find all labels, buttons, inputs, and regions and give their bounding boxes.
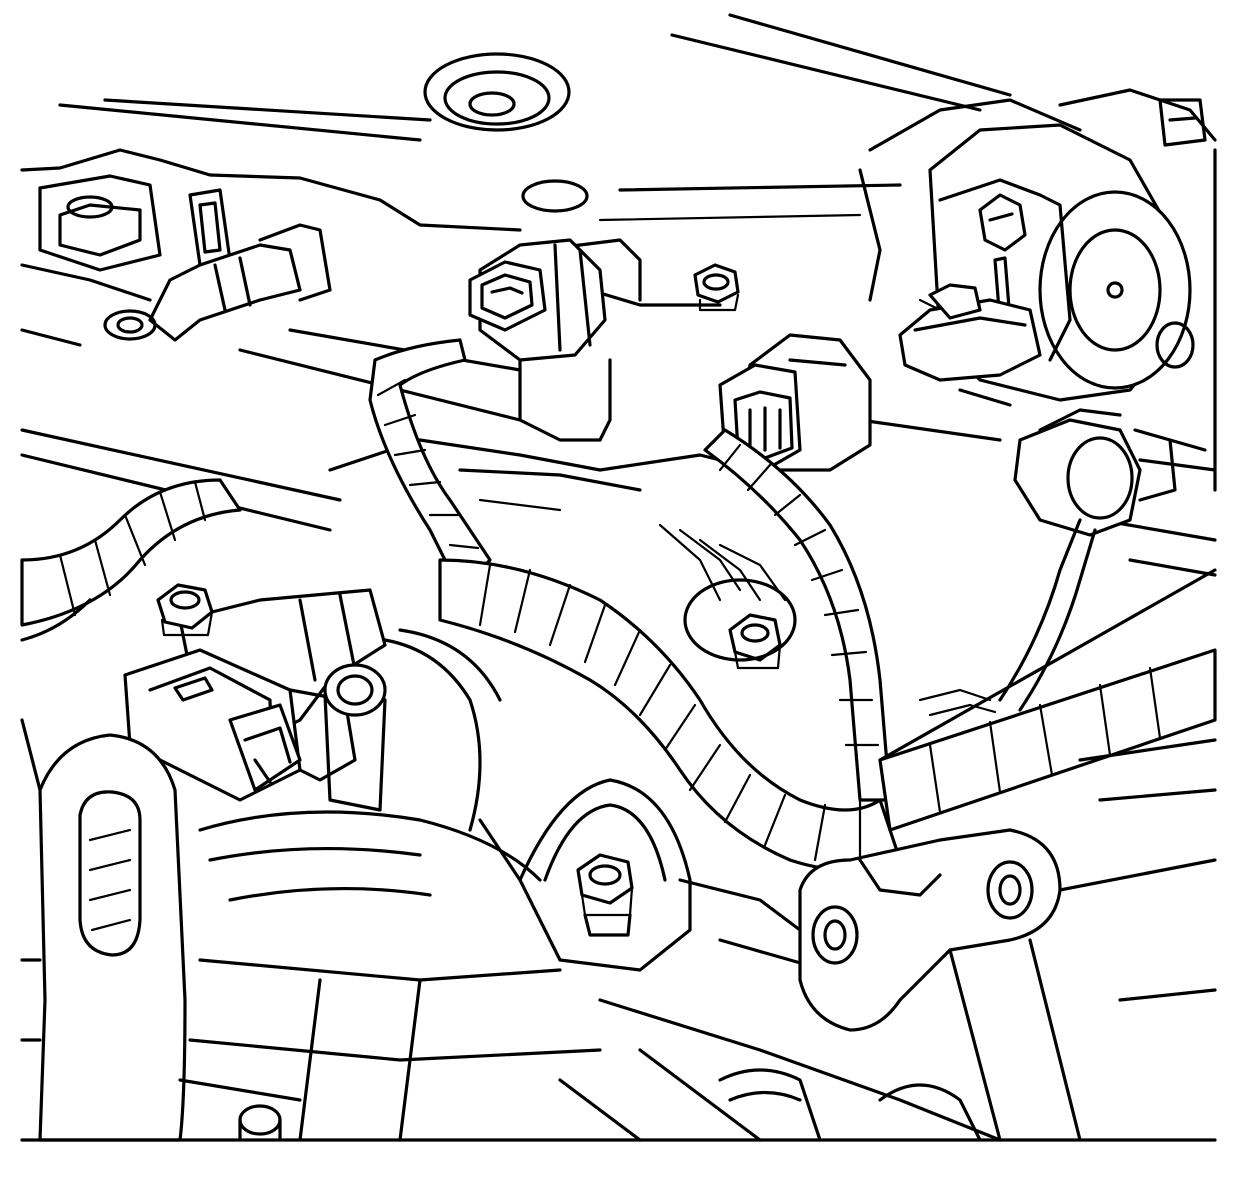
ignition-coil-connector	[123, 588, 387, 802]
idle-air-connector	[468, 238, 607, 362]
coolant-tube	[1013, 408, 1207, 537]
engine-mount-bracket	[718, 738, 1217, 1142]
spark-plug-tube	[323, 628, 502, 832]
oil-filler-cap	[423, 52, 589, 213]
mounting-bolt-lower	[576, 853, 634, 937]
crank-position-sensor	[103, 223, 332, 342]
lifting-bracket	[20, 718, 187, 1142]
mounting-bolt-left	[156, 583, 214, 637]
upper-left-bracket	[38, 174, 232, 272]
lower-left-details	[20, 1104, 1217, 1142]
mounting-bolt-center	[683, 578, 797, 670]
cylinder-head-cover	[20, 778, 1002, 1142]
wiring-harness	[20, 338, 1217, 872]
mounting-bolt	[693, 263, 740, 312]
throttle-position-sensor-connector	[898, 283, 1042, 382]
